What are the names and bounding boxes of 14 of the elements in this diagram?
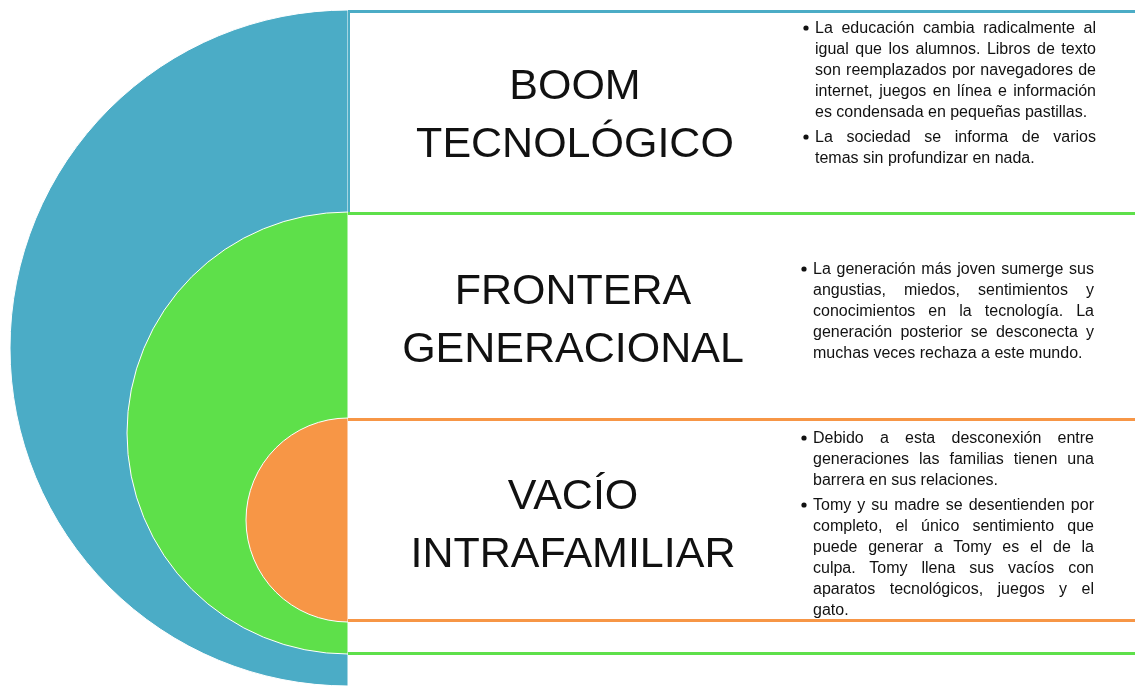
bullet-text: La educación cambia radicalmente al igual que los alumnos. Libros de texto son reemplazados por navegadores de internet, juegos en línea e información es condensada en pequeñas pastillas. (815, 18, 1096, 122)
bullet-text: Debido a esta desconexión entre generaciones las familias tienen una barrera en sus relaciones. (813, 428, 1094, 490)
band-panel (348, 212, 1135, 655)
semicircle-shape (246, 418, 348, 622)
band-panel (348, 10, 1135, 212)
band-heading: FRONTERA GENERACIONAL (401, 264, 745, 373)
semicircle-shape (10, 10, 348, 686)
bullet-text: La generación más joven sumerge sus angustias, miedos, sentimientos y conocimientos en la tecnología. La generación posterior se desconecta y muchas veces rechaza a este mundo. (813, 259, 1094, 363)
band-panel (348, 418, 1135, 622)
bullet-text: Tomy y su madre se desentienden por completo, el único sentimiento que puede generar a Tomy es el de la culpa. Tomy llena sus vacíos con aparatos tecnológicos, juegos y el gato. (813, 495, 1094, 620)
semicircle-shape (127, 212, 348, 654)
bullet-text: La sociedad se informa de varios temas sin profundizar en nada. (815, 127, 1096, 168)
band-heading: BOOM TECNOLÓGICO (415, 59, 735, 168)
band-heading: VACÍO INTRAFAMILIAR (409, 469, 737, 578)
